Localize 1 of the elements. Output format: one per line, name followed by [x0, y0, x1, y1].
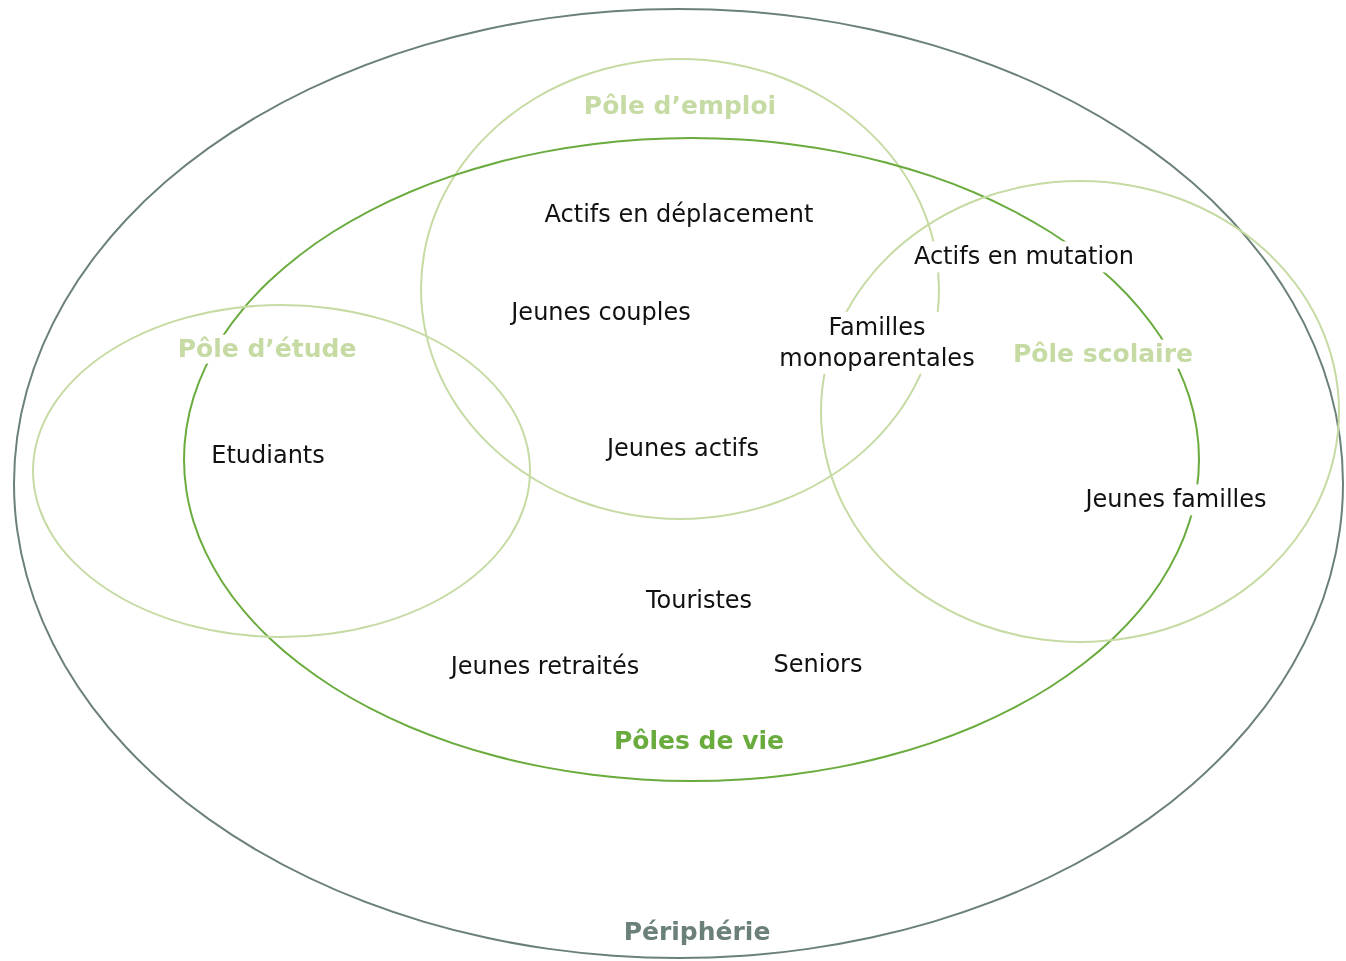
- group-label: Jeunes familles: [1083, 484, 1269, 516]
